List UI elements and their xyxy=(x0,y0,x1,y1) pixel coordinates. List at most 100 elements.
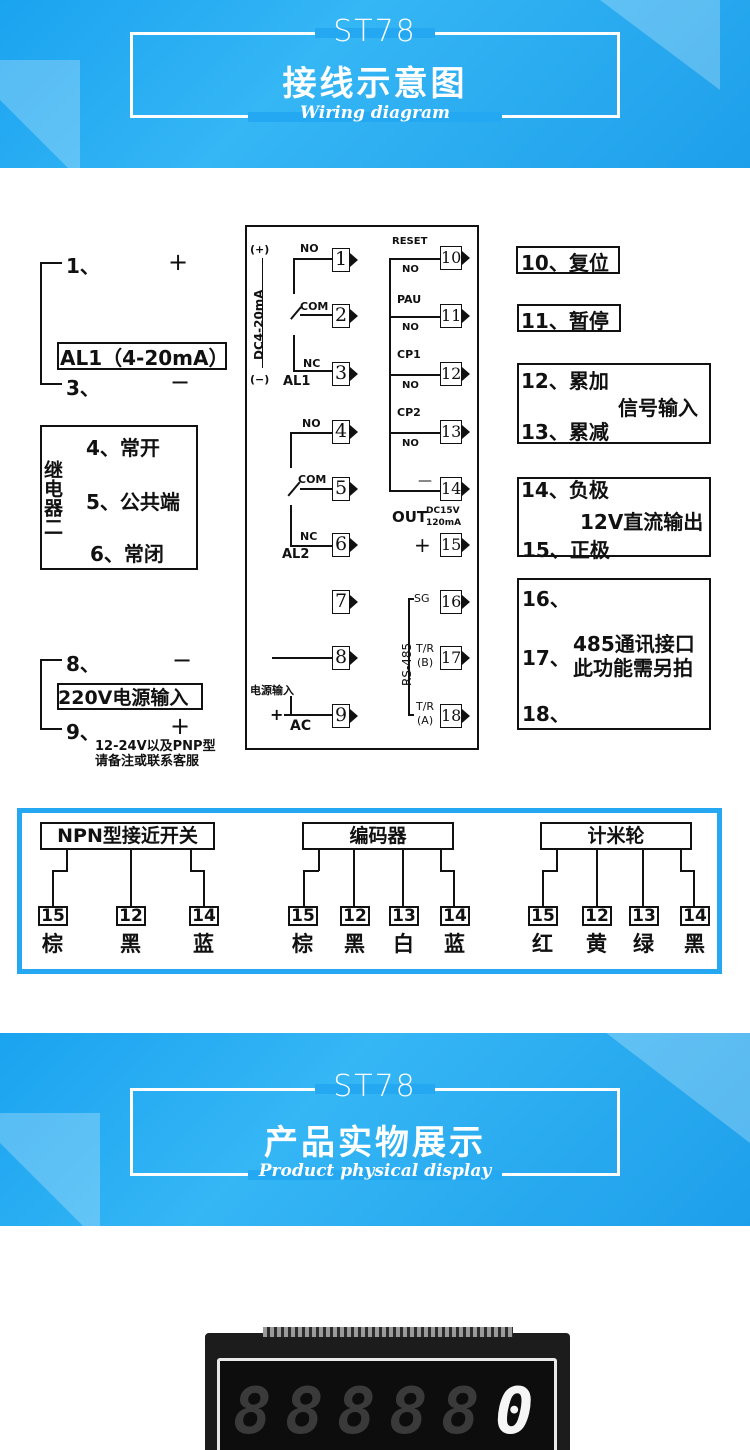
section-subtitle: Wiring diagram xyxy=(299,103,451,123)
terminal-5: 5 xyxy=(332,477,358,501)
encoder-color-white: 白 xyxy=(393,932,414,956)
encoder-pin-14: 14 xyxy=(440,906,470,926)
encoder-pin-13: 13 xyxy=(389,906,419,926)
al1-nc-label: NC xyxy=(303,357,321,370)
meter-color-green: 绿 xyxy=(633,932,654,956)
pnp-note-line1: 12-24V以及PNP型 xyxy=(95,739,216,754)
terminal-6: 6 xyxy=(332,533,358,557)
npn-pin-14: 14 xyxy=(189,906,219,926)
npn-color-blue: 蓝 xyxy=(193,932,214,956)
t16-desc: 16、 xyxy=(522,587,570,611)
pause-box xyxy=(517,304,621,332)
accumulate-desc: 12、累加 xyxy=(521,369,609,393)
meter-pin-12: 12 xyxy=(582,906,612,926)
terminal-17: 17 xyxy=(440,646,470,670)
terminal-1: 1 xyxy=(332,248,358,272)
power-input-box xyxy=(57,683,203,710)
meter-color-red: 红 xyxy=(532,932,553,956)
relay-nc-label: 6、常闭 xyxy=(90,542,164,566)
brand-label-2: ST78 xyxy=(333,1069,417,1104)
power-input-center-label: 电源输入 xyxy=(250,684,294,697)
section-title: 接线示意图 xyxy=(282,64,468,104)
dc12v-desc: 12V直流输出 xyxy=(580,510,704,534)
out-minus-label: — xyxy=(418,473,432,489)
positive-desc: 15、正极 xyxy=(522,538,610,562)
al2-no-label: NO xyxy=(302,417,321,430)
pause-desc: 11、暂停 xyxy=(521,309,609,333)
terminal-16: 16 xyxy=(440,590,470,614)
encoder-color-black: 黑 xyxy=(344,932,365,956)
cp2-label: CP2 xyxy=(397,406,421,419)
dc-output-box xyxy=(517,477,711,557)
encoder-color-brown: 棕 xyxy=(292,932,313,956)
terminal-14: 14 xyxy=(440,477,470,501)
npn-title-box: NPN型接近开关 xyxy=(40,822,215,850)
meter-color-yellow: 黄 xyxy=(586,932,607,956)
signal-input-box xyxy=(517,363,711,444)
display-digit-2: 8 xyxy=(285,1375,324,1449)
header-banner-product: ST78 产品实物展示 Product physical display xyxy=(0,1033,750,1226)
plus-sign: + xyxy=(168,248,189,276)
brand-label: ST78 xyxy=(333,14,417,49)
encoder-title-box: 编码器 xyxy=(302,822,454,850)
device-display-bezel xyxy=(217,1358,557,1450)
meter-pin-15: 15 xyxy=(528,906,558,926)
minus-sign: − xyxy=(170,368,191,396)
display-digit-1: 8 xyxy=(233,1375,272,1449)
al1-plus-label: (+) xyxy=(250,243,270,256)
relay-com-label: 5、公共端 xyxy=(86,490,180,514)
terminal-11: 11 xyxy=(440,304,470,328)
al2-label: AL2 xyxy=(282,547,310,562)
out-label: OUT xyxy=(392,508,428,526)
a-label: (A) xyxy=(417,714,434,727)
terminal-block xyxy=(245,225,479,750)
terminal-1-label: 1、 xyxy=(66,254,100,278)
terminal-3: 3 xyxy=(332,362,358,386)
terminal-3-label: 3、 xyxy=(66,376,100,400)
al1-com-label: COM xyxy=(300,300,329,313)
power-input-label: 220V电源输入 xyxy=(58,687,189,709)
meter-pin-14: 14 xyxy=(680,906,710,926)
npn-pin-15: 15 xyxy=(38,906,68,926)
pause-no-label: NO xyxy=(402,322,419,333)
terminal-10: 10 xyxy=(440,246,470,270)
meter-wheel-title-box: 计米轮 xyxy=(540,822,692,850)
rs485-desc-line1: 485通讯接口 xyxy=(573,632,695,656)
plus-sign-2: + xyxy=(170,712,191,740)
b-label: (B) xyxy=(417,656,434,669)
decrement-desc: 13、累减 xyxy=(521,420,609,444)
cp1-label: CP1 xyxy=(397,348,421,361)
al1-label: AL1 xyxy=(283,374,311,389)
t18-desc: 18、 xyxy=(522,702,570,726)
terminal-12: 12 xyxy=(440,362,470,386)
rs485-label: RS-485 xyxy=(400,642,414,686)
device-vent xyxy=(263,1327,513,1337)
npn-pin-12: 12 xyxy=(116,906,146,926)
tr-a-label: T/R xyxy=(416,700,435,713)
section-subtitle-2: Product physical display xyxy=(258,1161,492,1181)
terminal-9-label: 9、 xyxy=(66,720,100,744)
display-digit-3: 8 xyxy=(337,1375,376,1449)
tr-b-label: T/R xyxy=(416,642,435,655)
encoder-pin-15: 15 xyxy=(288,906,318,926)
product-device: 8 8 8 8 8 0 xyxy=(205,1327,570,1450)
terminal-2: 2 xyxy=(332,304,358,328)
meter-color-black: 黑 xyxy=(684,932,705,956)
out-plus-label: + xyxy=(414,533,431,557)
display-digit-4: 8 xyxy=(389,1375,428,1449)
display-digit-5: 8 xyxy=(441,1375,480,1449)
al1-box-label: AL1（4-20mA） xyxy=(60,346,229,370)
terminal-18: 18 xyxy=(440,704,470,728)
reset-no-label: NO xyxy=(402,264,419,275)
al1-no-label: NO xyxy=(300,242,319,255)
relay-no-label: 4、常开 xyxy=(86,436,160,460)
cp2-no-label: NO xyxy=(402,438,419,449)
pnp-note-line2: 请备注或联系客服 xyxy=(95,754,200,769)
terminal-15: 15 xyxy=(440,533,470,557)
al2-nc-label: NC xyxy=(300,530,318,543)
terminal-13: 13 xyxy=(440,420,470,444)
cp1-no-label: NO xyxy=(402,380,419,391)
npn-color-black: 黑 xyxy=(120,932,141,956)
terminal-9: 9 xyxy=(332,704,358,728)
al2-com-label: COM xyxy=(298,473,327,486)
